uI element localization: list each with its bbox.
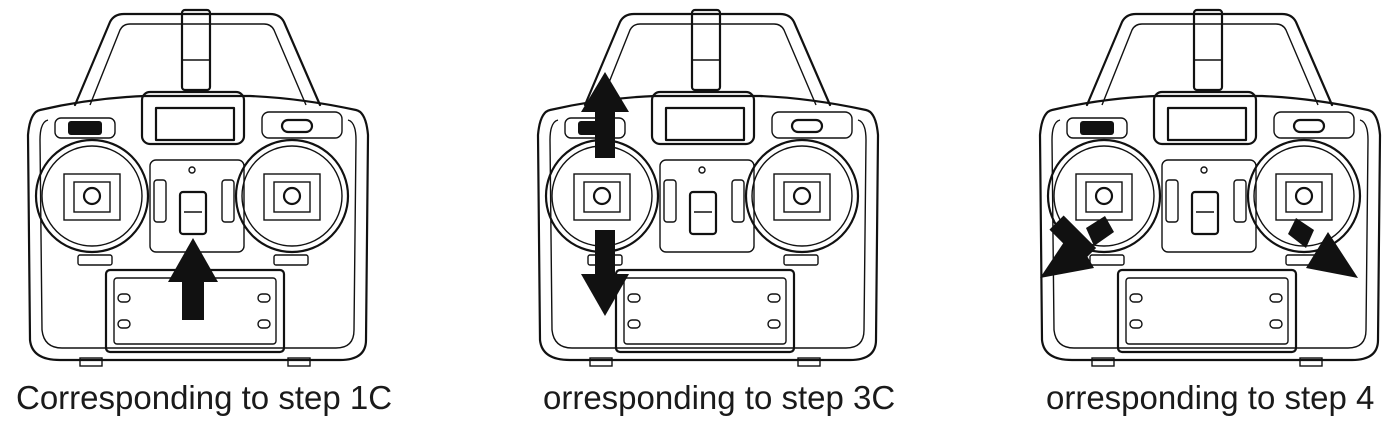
step-1c-panel: Corresponding to step 1C bbox=[0, 0, 420, 438]
caption: Corresponding to step 1C bbox=[16, 379, 393, 416]
arrow-icon bbox=[168, 238, 218, 320]
arrow-icon bbox=[1040, 215, 1358, 278]
step-3c-panel: orresponding to step 3C bbox=[510, 0, 930, 438]
step-4-panel: orresponding to step 4 bbox=[1012, 0, 1398, 438]
caption: orresponding to step 3C bbox=[543, 379, 896, 416]
arrow-icon bbox=[581, 72, 629, 316]
caption: orresponding to step 4 bbox=[1046, 379, 1375, 416]
